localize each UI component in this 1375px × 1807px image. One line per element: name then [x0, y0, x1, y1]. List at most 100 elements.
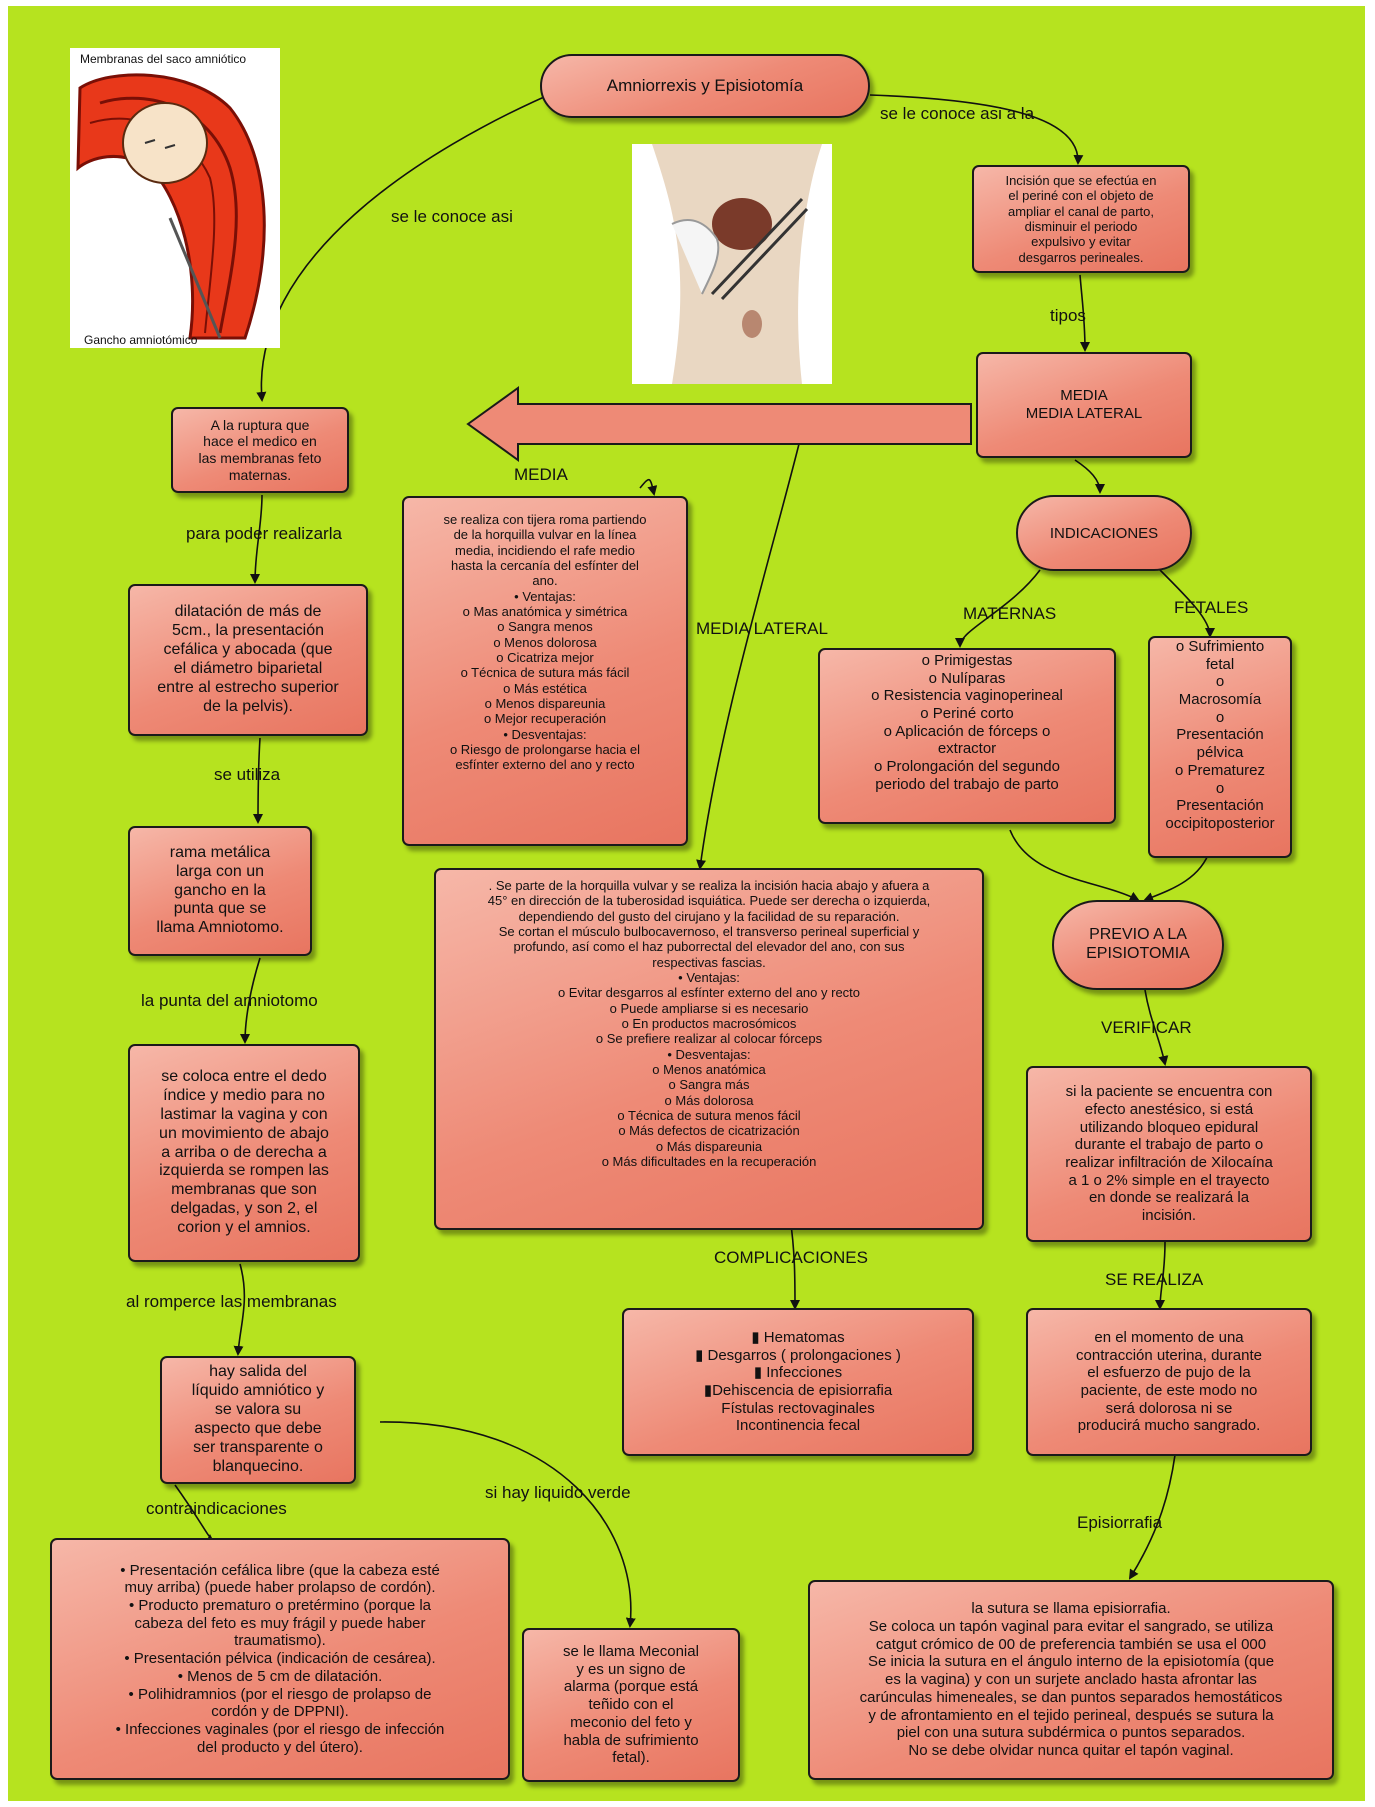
box-meconial-line: meconio del feto y	[570, 1713, 692, 1731]
box-ml-line: • Ventajas:	[678, 969, 740, 985]
box-se-realiza-line: contracción uterina, durante	[1076, 1346, 1262, 1364]
complicacion-item: Fístulas rectovaginales	[721, 1399, 875, 1417]
box-media-line: o Menos dispareunia	[484, 695, 606, 711]
box-media-line: o Sangra menos	[497, 619, 593, 635]
pill-previo-line: PREVIO A LA	[1089, 926, 1187, 944]
fetal-item: o Sufrimiento	[1175, 638, 1265, 655]
fetal-item: o	[1215, 708, 1225, 726]
label-se-le-conoce-asi: se le conoce asi	[391, 207, 513, 226]
label-episiorrafia: Episiorrafia	[1077, 1513, 1163, 1532]
box-se-coloca-line: izquierda se rompen las	[159, 1162, 329, 1180]
box-salida-line: se valora su	[214, 1401, 302, 1419]
box-dilatacion-line: dilatación de más de	[174, 603, 322, 621]
box-verificar: si la paciente se encuentra con efecto a…	[1026, 1066, 1312, 1242]
box-ml-line: 45° en dirección de la tuberosidad isqui…	[487, 893, 931, 909]
episiotomy-illustration	[632, 144, 832, 384]
box-ml-line: o Sangra más	[668, 1077, 750, 1093]
box-se-coloca: se coloca entre el dedo índice y medio p…	[128, 1044, 360, 1262]
materna-item: o Nulíparas	[928, 669, 1006, 687]
complicacion-item: ▮ Infecciones	[753, 1364, 843, 1382]
materna-item: o Aplicación de fórceps o	[883, 722, 1051, 740]
box-ml-line: o Más defectos de cicatrización	[618, 1123, 800, 1139]
box-ruptura-line: las membranas feto	[198, 450, 322, 466]
box-ml-line: Se cortan el músculo bulbocavernoso, el …	[498, 923, 920, 939]
contra-line: • Presentación cefálica libre (que la ca…	[120, 1561, 440, 1579]
box-maternas: o Primigestas o Nulíparas o Resistencia …	[818, 648, 1116, 824]
label-si-hay-liquido-verde: si hay liquido verde	[485, 1483, 631, 1502]
box-dilatacion-line: de la pelvis).	[203, 697, 293, 715]
fetal-item: occipitoposterior	[1165, 814, 1275, 832]
box-se-realiza-line: en el momento de una	[1094, 1328, 1244, 1346]
fetal-item: o	[1215, 673, 1225, 691]
fetal-item: fetal	[1205, 655, 1235, 673]
arrow-dilatacion-to-rama	[253, 737, 264, 824]
box-verificar-line: durante el trabajo de parto o	[1074, 1136, 1264, 1154]
box-sutura-line: Se inicia la sutura en el ángulo interno…	[867, 1653, 1275, 1671]
box-incision-line: ampliar el canal de parto,	[1008, 203, 1154, 219]
box-media-line: o Mas anatómica y simétrica	[462, 603, 628, 619]
box-dilatacion-line: cefálica y abocada (que	[163, 641, 333, 659]
label-se-realiza: SE REALIZA	[1105, 1270, 1204, 1289]
big-arrow-to-media	[466, 386, 972, 462]
materna-item: periodo del trabajo de parto	[875, 775, 1059, 793]
arrow-fetales-to-previo	[1143, 849, 1211, 902]
label-se-utiliza: se utiliza	[214, 765, 281, 784]
pill-previo-line: EPISIOTOMIA	[1086, 945, 1190, 962]
label-verificar: VERIFICAR	[1101, 1018, 1192, 1037]
arrow-ind-to-maternas	[955, 569, 1041, 648]
contra-line: • Producto prematuro o pretérmino (porqu…	[128, 1597, 432, 1615]
box-rama-line: llama Amniotomo.	[156, 919, 284, 937]
box-ruptura: A la ruptura que hace el medico en las m…	[171, 407, 349, 493]
box-media-line: se realiza con tijera roma partiendo	[443, 512, 647, 527]
box-media-line: o Menos dolorosa	[493, 634, 597, 650]
box-sutura-line: catgut crómico de 00 de preferencia tamb…	[875, 1635, 1267, 1653]
box-incision-line: desgarros perineales.	[1018, 249, 1144, 265]
box-incision-line: el periné con el objeto de	[1008, 188, 1154, 204]
box-ml-line: o Menos anatómica	[652, 1061, 766, 1077]
box-se-coloca-line: se coloca entre el dedo	[161, 1068, 327, 1086]
box-ml-line: o En productos macrosómicos	[621, 1015, 797, 1031]
box-verificar-line: si la paciente se encuentra con	[1065, 1083, 1273, 1101]
box-salida-line: aspecto que debe	[194, 1420, 322, 1437]
arrow-tipos-to-medialateral	[696, 439, 801, 870]
figure-label-bottom: Gancho amniotómico	[84, 333, 198, 347]
fetal-item: o Prematurez	[1174, 761, 1266, 779]
box-sutura-line: la sutura se llama episiorrafia.	[971, 1600, 1171, 1618]
box-incision-line: disminuir el periodo	[1024, 219, 1138, 234]
arrow-ind-to-fetales	[1159, 569, 1215, 638]
box-salida-line: líquido amniótico y	[191, 1382, 325, 1400]
contra-line: • Polihidramnios (por el riesgo de prola…	[128, 1685, 432, 1703]
arrow-salida-to-meconial	[379, 1421, 636, 1628]
box-media-line: o Riesgo de prolongarse hacia el	[449, 741, 641, 757]
box-media-line: o Cicatriza mejor	[496, 649, 594, 665]
box-ml-line: respectivas fascias.	[652, 954, 766, 970]
contra-line: • Menos de 5 cm de dilatación.	[177, 1667, 383, 1685]
materna-item: o Primigestas	[921, 652, 1013, 669]
box-media-line: • Desventajas:	[503, 726, 587, 742]
arrow-serealiza-to-sutura	[1128, 1454, 1176, 1580]
complicacion-item: Incontinencia fecal	[735, 1417, 861, 1435]
box-complicaciones: ▮ Hematomas ▮ Desgarros ( prolongaciones…	[622, 1308, 974, 1456]
box-ruptura-line: maternas.	[228, 466, 292, 483]
box-salida-line: ser transparente o	[193, 1438, 323, 1456]
box-contraindicaciones: • Presentación cefálica libre (que la ca…	[50, 1538, 510, 1780]
box-meconial-line: habla de sufrimiento	[563, 1731, 699, 1749]
box-tipos-line: MEDIA LATERAL	[1025, 405, 1143, 422]
box-se-realiza: en el momento de una contracción uterina…	[1026, 1308, 1312, 1456]
arrow-verificar-to-serealiza	[1155, 1241, 1166, 1310]
title-pill: Amniorrexis y Episiotomía	[540, 54, 870, 118]
box-media-lateral: . Se parte de la horquilla vulvar y se r…	[434, 868, 984, 1230]
box-se-realiza-line: será dolorosa ni se	[1105, 1399, 1233, 1417]
box-incision-line: Incisión que se efectúa en	[1005, 173, 1157, 189]
box-sutura-line: No se debe olvidar nunca quitar el tapón…	[908, 1741, 1234, 1759]
label-media-lateral: MEDIA LATERAL	[696, 619, 828, 638]
arrow-tipos-to-indicaciones	[1074, 459, 1105, 494]
label-la-punta-del-amniotomo: la punta del amniotomo	[141, 991, 318, 1010]
box-meconial: se le llama Meconial y es un signo de al…	[522, 1628, 740, 1782]
materna-item: extractor	[937, 740, 997, 758]
contra-line: cordón y de DPPNI).	[211, 1703, 349, 1721]
box-se-coloca-line: un movimiento de abajo	[159, 1124, 329, 1142]
box-ml-line: dependiendo del gusto del cirujano y la …	[518, 908, 900, 924]
box-ml-line: o Más dificultades en la recuperación	[601, 1153, 817, 1169]
